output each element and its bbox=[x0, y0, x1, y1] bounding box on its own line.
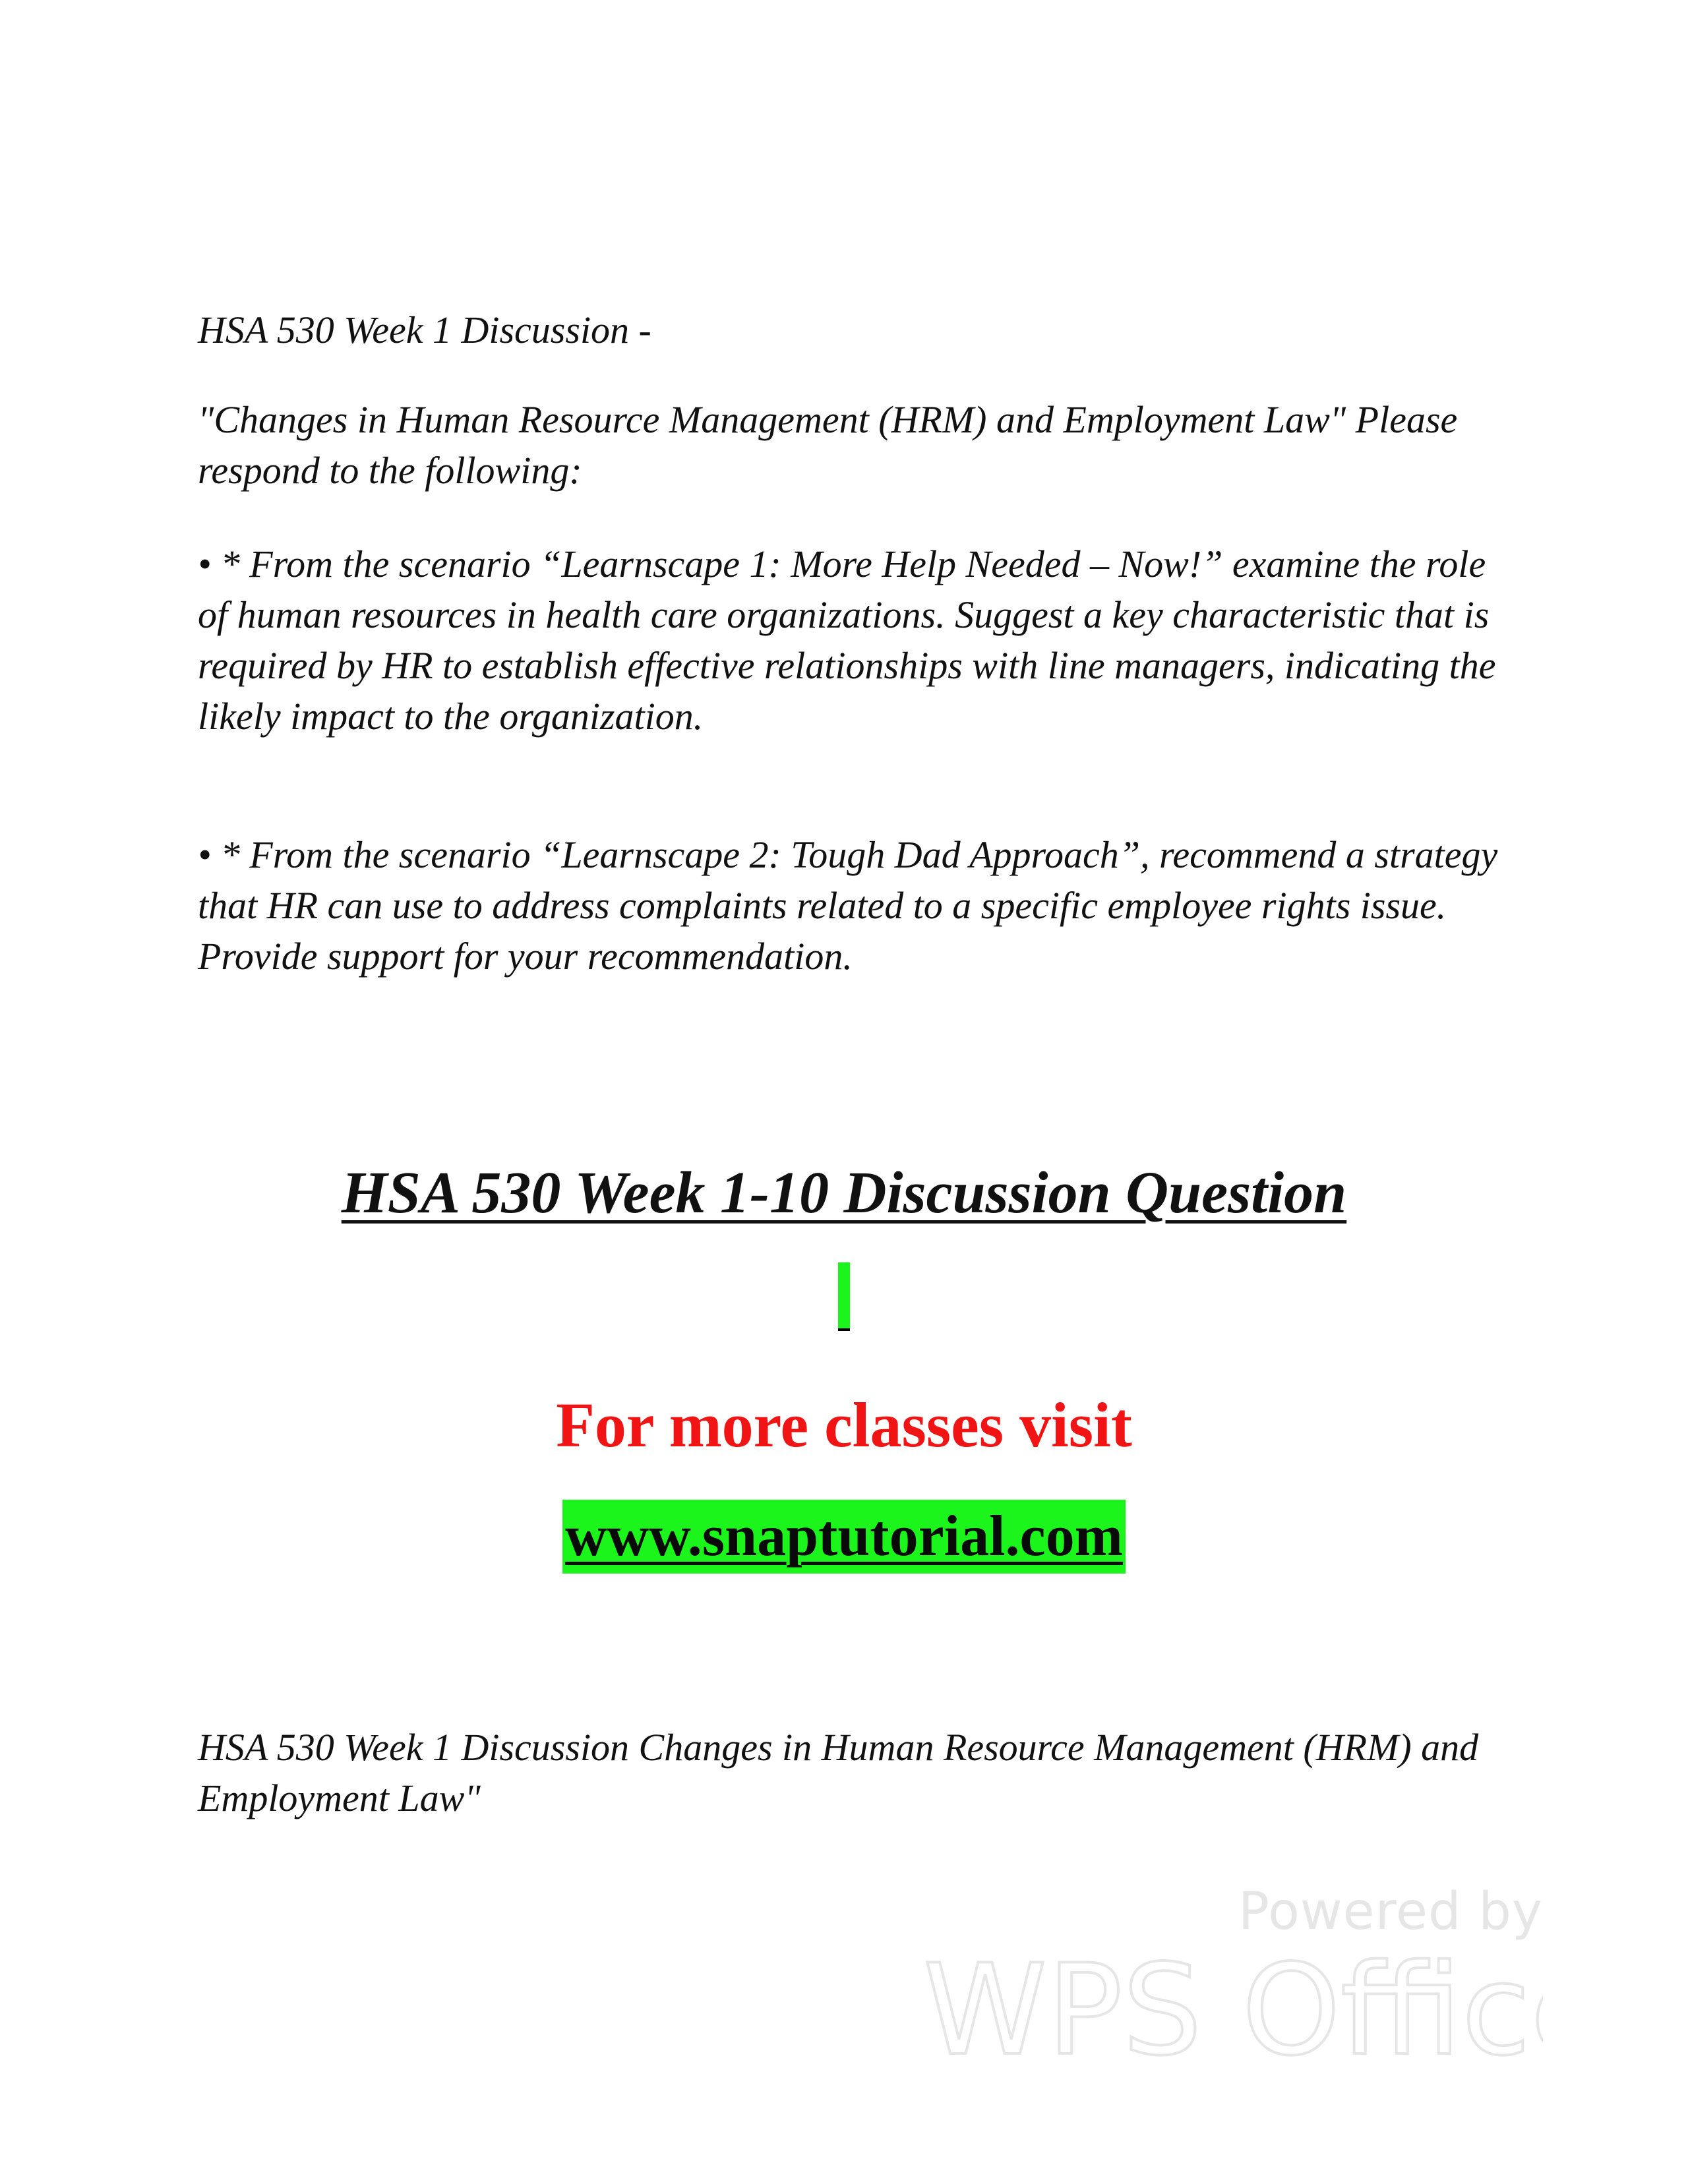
website-link[interactable]: www.snaptutorial.com bbox=[562, 1500, 1126, 1574]
footer-text: HSA 530 Week 1 Discussion Changes in Hum… bbox=[198, 1726, 1479, 1819]
intro-title: HSA 530 Week 1 Discussion - bbox=[198, 309, 651, 351]
link-row: www.snaptutorial.com bbox=[0, 1500, 1688, 1574]
wps-office-watermark: Powered by WPS Office bbox=[917, 1882, 1543, 2067]
highlight-marker bbox=[838, 1262, 850, 1331]
bullet-item-1: • * From the scenario “Learnscape 1: Mor… bbox=[198, 543, 1496, 738]
promo-text: For more classes visit bbox=[556, 1390, 1132, 1460]
bullet-item-2: • * From the scenario “Learnscape 2: Tou… bbox=[198, 833, 1498, 978]
highlight-marker-row bbox=[0, 1262, 1688, 1334]
wps-office-logo: WPS Office bbox=[922, 1948, 1543, 2067]
wps-office-brand: WPS Office bbox=[923, 1948, 1543, 2067]
intro-prompt: "Changes in Human Resource Management (H… bbox=[198, 398, 1458, 492]
discussion-heading: HSA 530 Week 1-10 Discussion Question bbox=[341, 1160, 1347, 1225]
powered-by-label: Powered by bbox=[1238, 1882, 1543, 1941]
